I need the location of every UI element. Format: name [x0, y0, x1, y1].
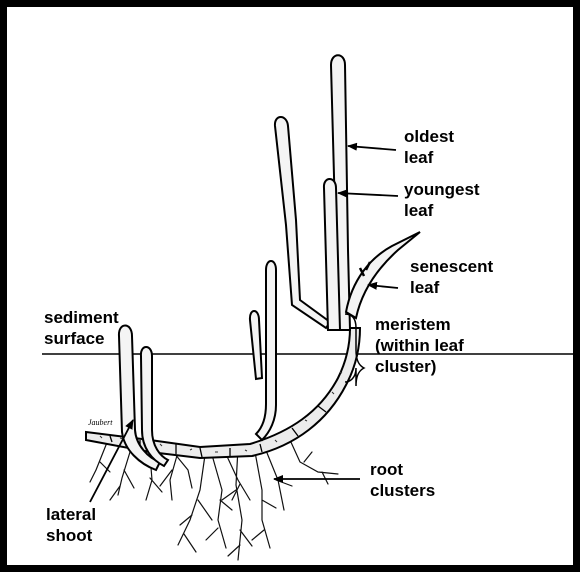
label-meristem-line3: cluster) — [375, 357, 436, 376]
label-root-clusters-line1: root — [370, 460, 403, 479]
label-meristem-line2: (within leaf — [375, 336, 464, 355]
arrow-oldest-leaf — [348, 146, 396, 150]
young-lateral-shoots — [250, 261, 276, 440]
label-youngest-leaf-line2: leaf — [404, 201, 434, 220]
label-youngest-leaf-line1: youngest — [404, 180, 480, 199]
label-sediment-surface-line2: surface — [44, 329, 104, 348]
label-lateral-shoot-line2: shoot — [46, 526, 93, 545]
label-sediment-surface-line1: sediment — [44, 308, 119, 327]
label-oldest-leaf-line2: leaf — [404, 148, 434, 167]
label-meristem-line1: meristem — [375, 315, 451, 334]
label-root-clusters-line2: clusters — [370, 481, 435, 500]
label-oldest-leaf-line1: oldest — [404, 127, 454, 146]
illustrator-signature: Jaubert — [88, 418, 113, 427]
arrow-senescent-leaf — [368, 285, 398, 288]
label-lateral-shoot-line1: lateral — [46, 505, 96, 524]
label-senescent-leaf-line1: senescent — [410, 257, 493, 276]
label-senescent-leaf-line2: leaf — [410, 278, 440, 297]
